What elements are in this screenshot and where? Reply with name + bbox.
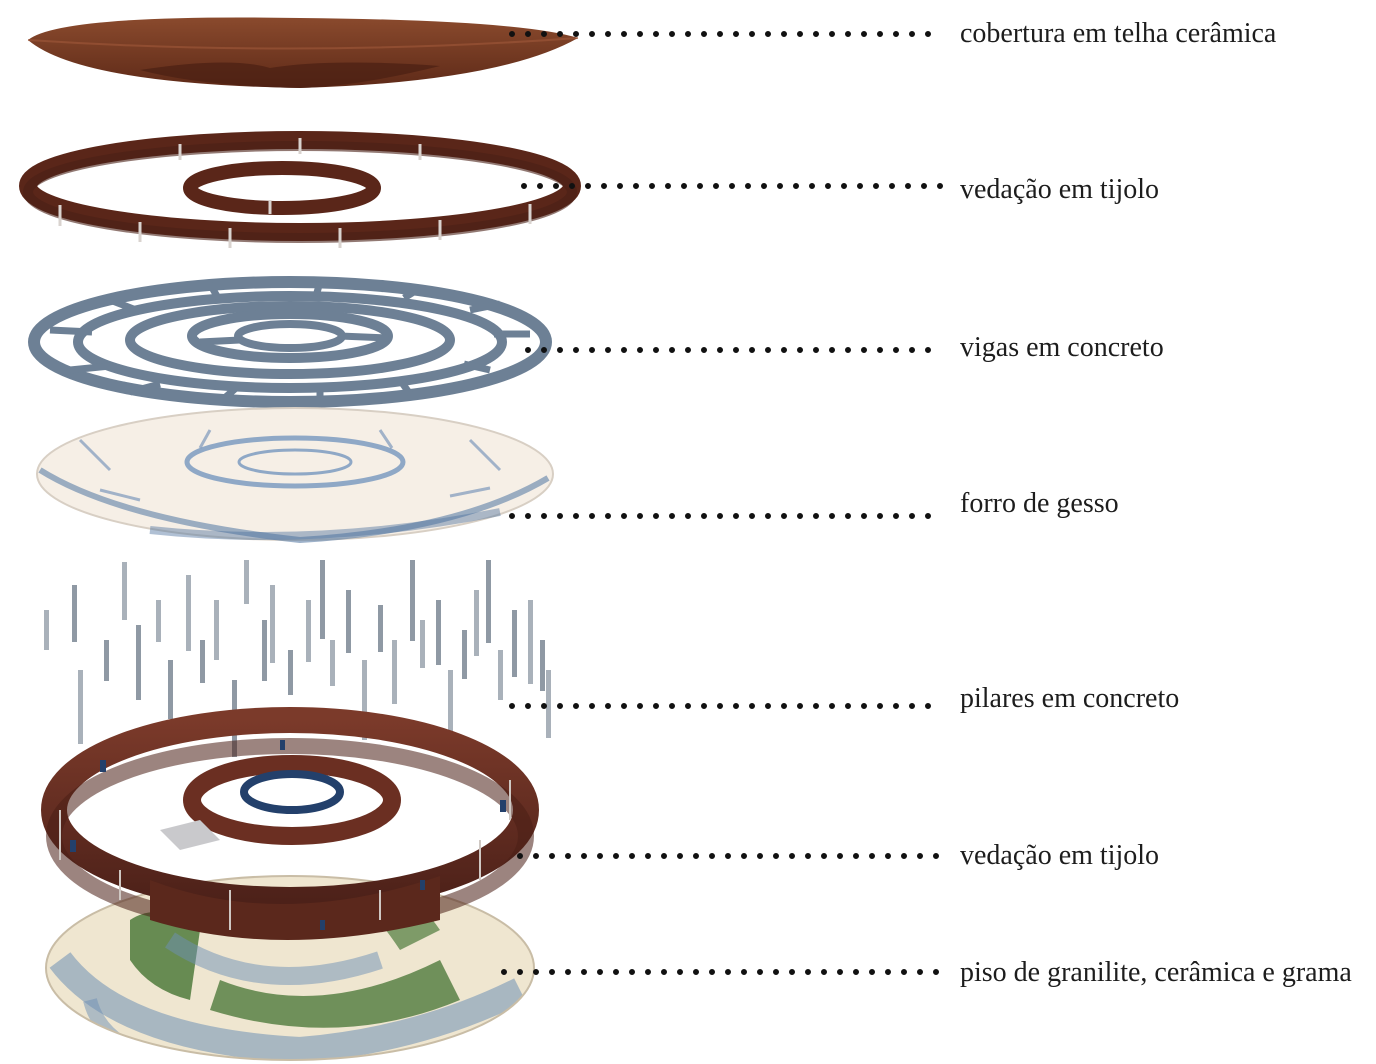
leader-lines: [501, 31, 947, 975]
pillar: [330, 640, 335, 686]
pillar: [122, 562, 127, 620]
pillar: [546, 670, 551, 738]
pillar: [244, 560, 249, 604]
pillar: [156, 600, 161, 642]
pillar: [362, 660, 367, 740]
pillar: [540, 640, 545, 691]
pillar: [186, 575, 191, 651]
label-beams: vigas em concreto: [960, 332, 1164, 363]
label-ceiling: forro de gesso: [960, 488, 1119, 519]
pillar: [288, 650, 293, 695]
pillar: [44, 610, 49, 650]
pillar: [410, 560, 415, 641]
pillar: [78, 670, 83, 744]
pillar: [498, 650, 503, 700]
pillar: [346, 590, 351, 653]
label-lower-walls: vedação em tijolo: [960, 840, 1160, 871]
layer-pillars: [44, 560, 551, 757]
pillar: [104, 640, 109, 681]
pillar: [136, 625, 141, 700]
pillar: [528, 600, 533, 684]
label-roof: cobertura em telha cerâmica: [960, 18, 1277, 49]
pillar: [262, 620, 267, 681]
pillar: [486, 560, 491, 643]
pillar: [214, 600, 219, 660]
label-upper-walls: vedação em tijolo: [960, 174, 1160, 205]
pillar: [392, 640, 397, 704]
pillar: [448, 670, 453, 752]
layer-ceiling: [36, 407, 554, 544]
pillar: [168, 660, 173, 719]
pillar: [72, 585, 77, 642]
pillar: [462, 630, 467, 679]
pillar: [270, 585, 275, 663]
layer-lower-walls: [41, 707, 539, 940]
pillar: [320, 560, 325, 639]
pillar: [436, 600, 441, 665]
pillar: [512, 610, 517, 677]
layer-roof: [27, 17, 579, 88]
pillar: [420, 620, 425, 668]
pillar: [200, 640, 205, 683]
layer-beams: [28, 276, 552, 408]
pillar: [378, 605, 383, 652]
pillar: [306, 600, 311, 662]
label-floor: piso de granilite, cerâmica e grama: [960, 957, 1352, 988]
layer-upper-walls: [19, 131, 581, 248]
pillar: [474, 590, 479, 656]
label-pillars: pilares em concreto: [960, 683, 1180, 714]
